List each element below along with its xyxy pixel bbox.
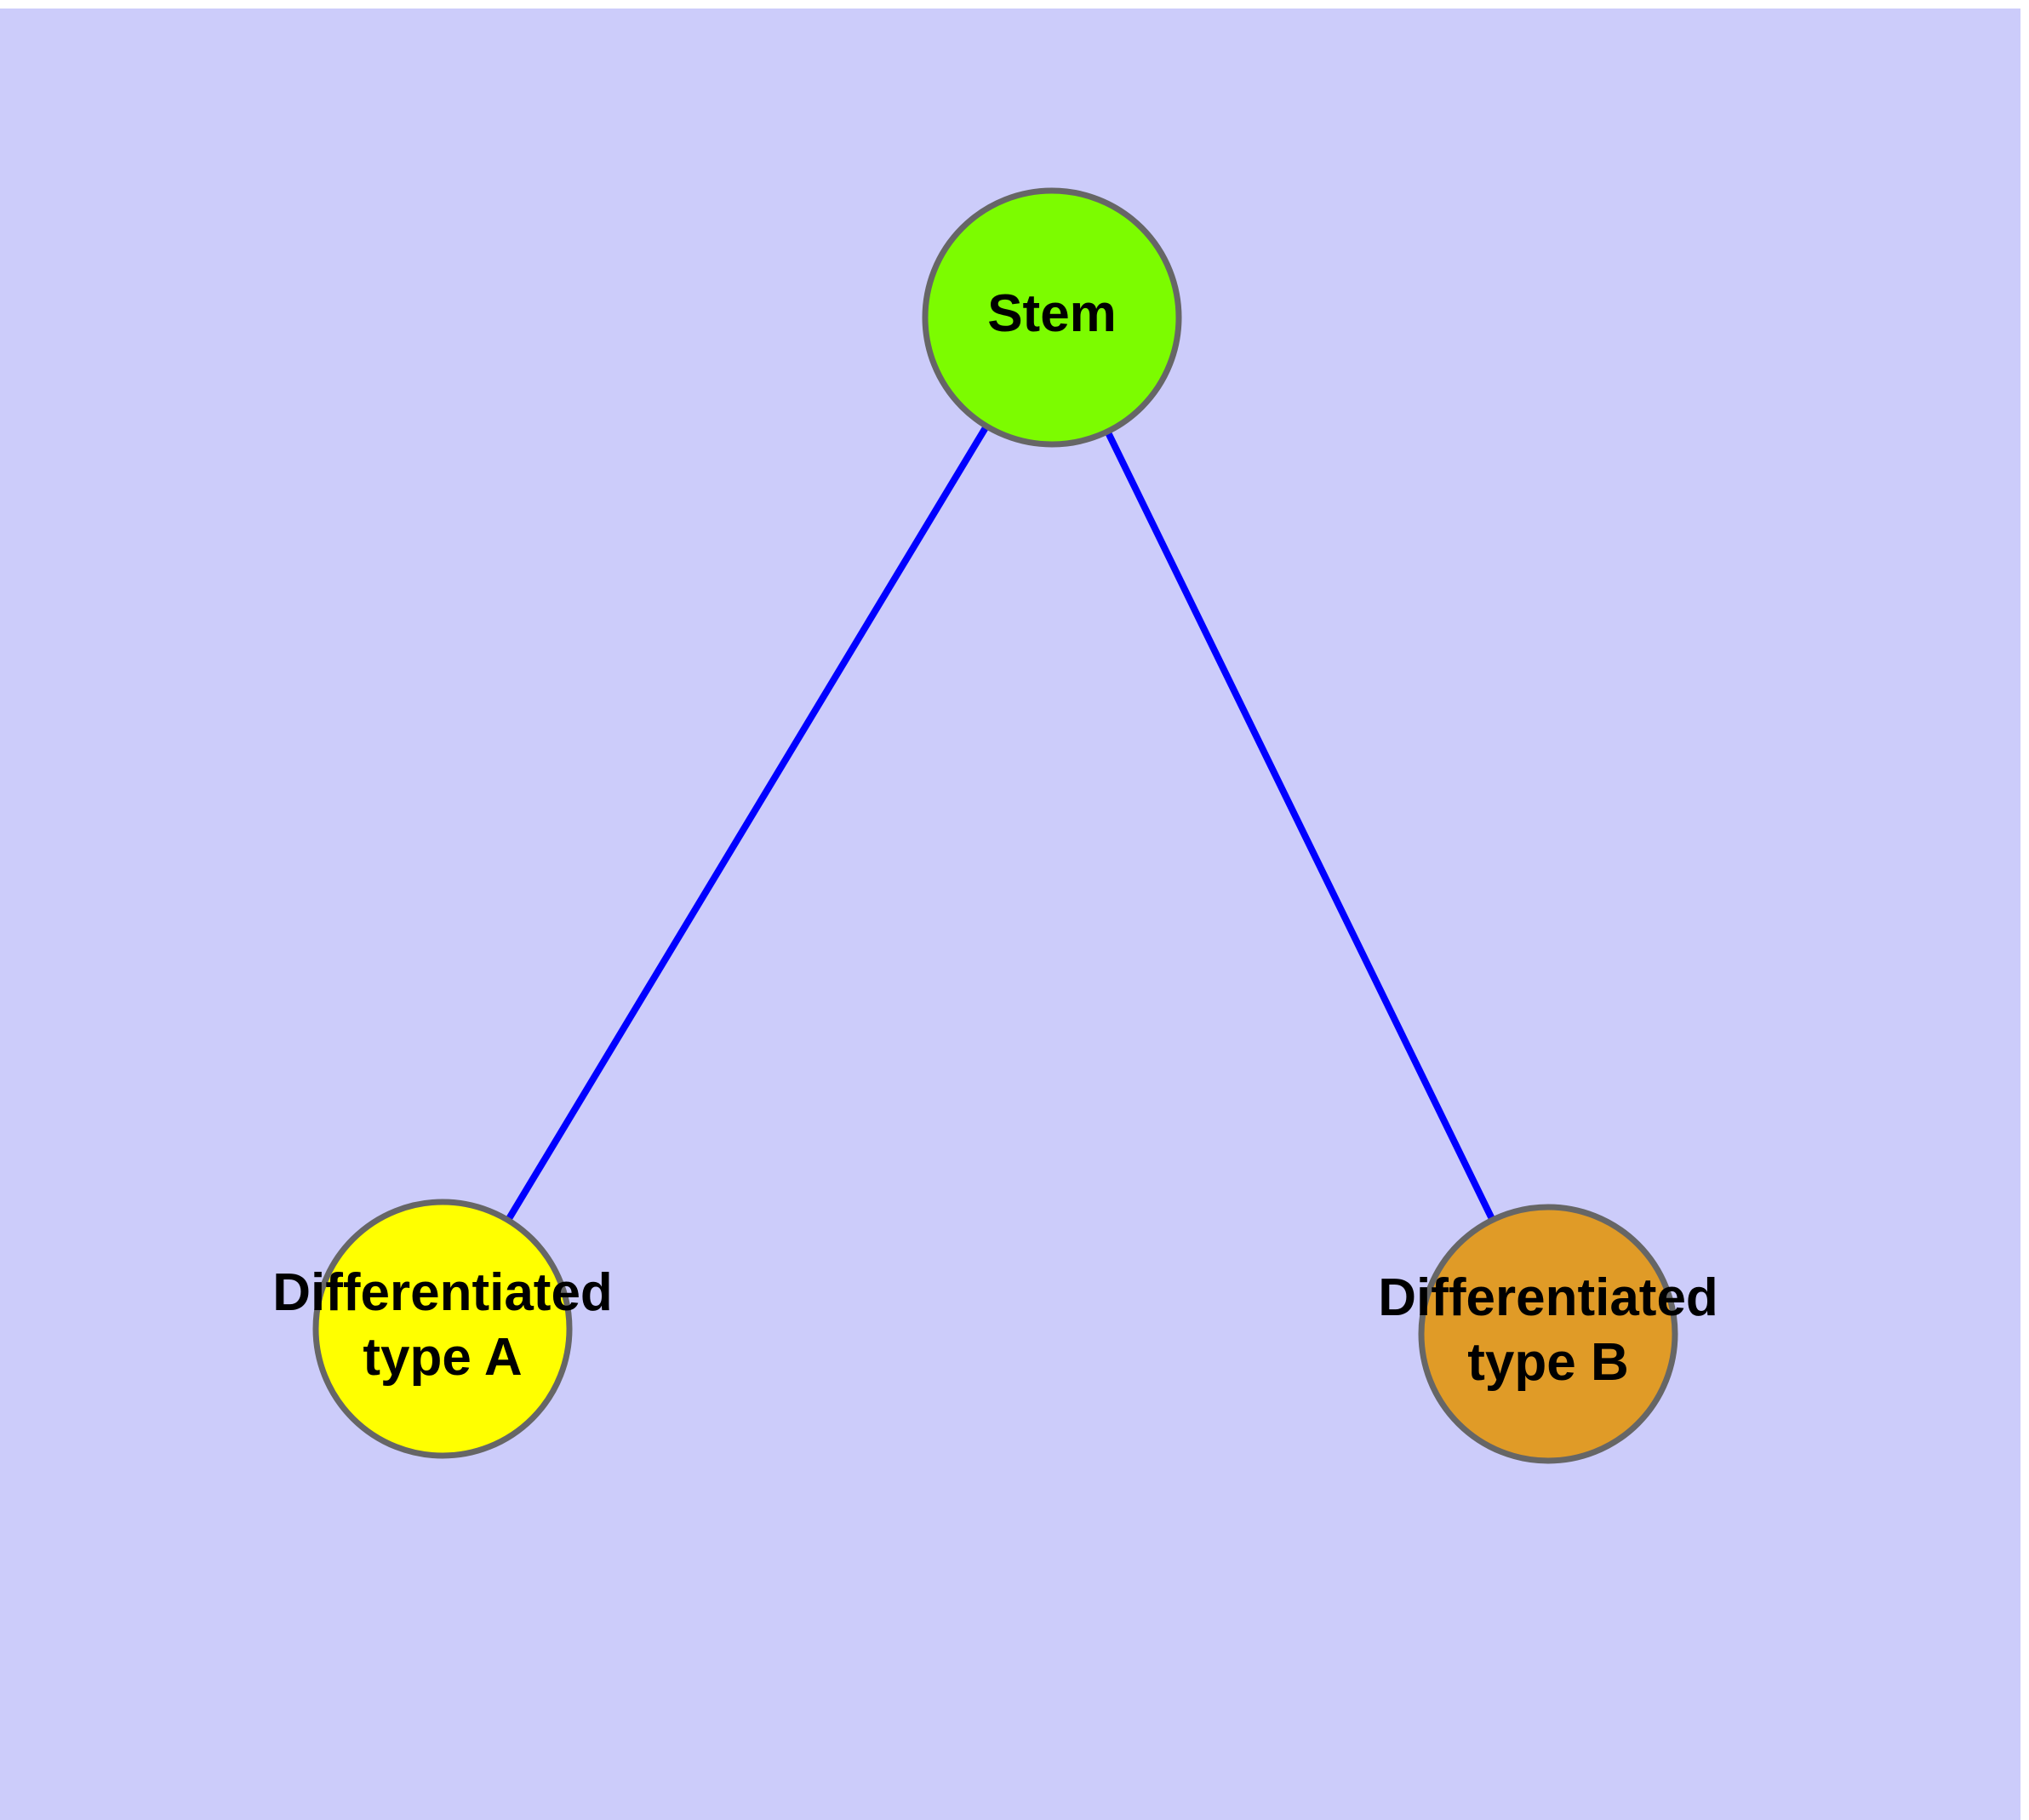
node-label-line: Differentiated [1378, 1269, 1718, 1328]
node-label-stem: Stem [987, 284, 1117, 343]
edge-stem-to-differentiated-type-a[interactable] [502, 420, 992, 1227]
node-label-line: type B [1467, 1333, 1628, 1392]
nodes-layer [312, 187, 1678, 1464]
node-label-line: Stem [987, 284, 1117, 343]
edge-stem-to-differentiated-type-b[interactable] [1102, 425, 1498, 1227]
node-label-line: Differentiated [272, 1264, 613, 1323]
node-differentiated-type-a[interactable] [312, 1199, 573, 1459]
edges-layer [502, 420, 1498, 1227]
node-stem[interactable] [922, 187, 1182, 448]
node-label-line: type A [363, 1328, 522, 1387]
node-differentiated-type-b[interactable] [1418, 1204, 1678, 1464]
